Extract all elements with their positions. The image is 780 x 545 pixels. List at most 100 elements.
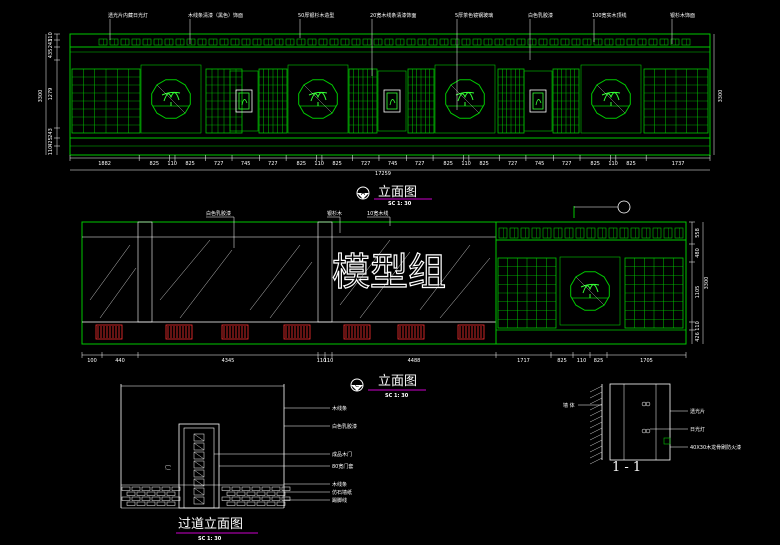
annotation-label: 银杉木 (327, 210, 342, 217)
glass-hatch (159, 239, 211, 301)
corridor-annotations: 木线条 白色乳胶漆 成品木门 80宽门套 木线条 仿石墙纸 踢脚线 (214, 405, 357, 504)
lattice-unit (296, 38, 306, 46)
wall-hatch (589, 421, 603, 429)
dimension-value: 745 (535, 161, 545, 167)
picture-image (238, 92, 250, 110)
dimension-value: 110 (461, 161, 471, 167)
brick (136, 491, 146, 496)
column-middle (317, 221, 333, 323)
elevation-a-title: 立面图 (378, 185, 417, 200)
wall-hatch (589, 433, 603, 441)
picture-frame (235, 89, 253, 113)
brick (171, 496, 181, 501)
dimension-value: 243 (48, 39, 54, 49)
lamp-symbol (645, 401, 651, 407)
glass-hatch (575, 276, 605, 306)
picture-plant (241, 99, 248, 106)
dimension-value: 825 (443, 161, 453, 167)
plant-icon (161, 91, 181, 106)
moon-gate-opening (570, 271, 610, 311)
plant-icon (455, 91, 475, 106)
lattice-unit (263, 38, 273, 46)
wall-hatch (589, 451, 603, 459)
lattice-unit (142, 38, 152, 46)
annotation-label: 银杉木饰面 (670, 12, 695, 19)
plant-icon (580, 283, 600, 298)
lattice-unit (164, 38, 174, 46)
lattice-unit (384, 38, 394, 46)
lattice-unit (582, 38, 592, 46)
dimension-value: 1717 (517, 358, 530, 364)
annotation-label: 踢脚线 (332, 497, 347, 504)
brick (151, 496, 161, 501)
lattice-unit (520, 227, 530, 239)
lattice-unit (597, 227, 607, 239)
annotation-label: 20宽木线条清漆饰面 (370, 12, 416, 19)
annotation-label: 白色乳胶漆 (528, 12, 553, 19)
watermark-text: 模型组 (332, 250, 446, 294)
brick (251, 486, 261, 491)
brick (136, 501, 146, 506)
brick (271, 496, 281, 501)
annotation-label: 成品木门 (332, 451, 352, 458)
moon-gate-frame (434, 64, 496, 134)
dimension-total: 3300 (704, 277, 710, 290)
brick (121, 496, 131, 501)
picture-frame (383, 89, 401, 113)
lattice-unit (175, 38, 185, 46)
wall-hatch (589, 385, 603, 393)
dimension-value: 440 (115, 358, 125, 364)
door-pattern-cross (193, 478, 205, 487)
lattice-unit (230, 38, 240, 46)
elevation-a-scale: SC 1: 30 (388, 201, 412, 207)
lattice-unit (153, 38, 163, 46)
red-block (283, 324, 311, 340)
brick (121, 486, 131, 491)
brick (251, 496, 261, 501)
elevation-b-outline (81, 221, 687, 345)
moon-gate-frame (287, 64, 349, 134)
moon-gate-frame (559, 256, 621, 326)
lattice-unit (472, 38, 482, 46)
dimension-value: 426 (695, 332, 701, 342)
brick (141, 496, 151, 501)
picture-panel (377, 70, 407, 132)
dimension-value: 110 (317, 358, 327, 364)
dimension-value: 110 (577, 358, 587, 364)
door-decoration (193, 433, 205, 505)
lattice-unit (417, 38, 427, 46)
brick (126, 501, 136, 506)
lattice-unit (406, 38, 416, 46)
brick (226, 501, 236, 506)
dimension-value: 110 (48, 146, 54, 156)
lattice-unit (626, 38, 636, 46)
lattice-unit (659, 38, 669, 46)
dimension-value: 1105 (695, 286, 701, 299)
elevation-c-marker-letter: C (355, 382, 359, 389)
annotation-label: 白色乳胶漆 (206, 210, 231, 217)
picture-frame (529, 89, 547, 113)
brick (276, 501, 286, 506)
annotation-label: 40X30木龙骨刷防火漆 (690, 444, 741, 451)
lattice-unit (663, 227, 673, 239)
annotation-leaders (206, 216, 391, 248)
red-block (343, 324, 371, 340)
lattice-unit (586, 227, 596, 239)
glass-hatch (156, 84, 186, 114)
lattice-unit (450, 38, 460, 46)
brick (266, 501, 276, 506)
dimension-value: 825 (626, 161, 636, 167)
brick (161, 486, 171, 491)
glass-hatch (99, 267, 137, 319)
brick (246, 501, 256, 506)
lattice-unit (483, 38, 493, 46)
dimension-value: 727 (268, 161, 278, 167)
elevation-c-marker-arrow (351, 385, 363, 391)
elevation-c-title: 立面图 (378, 374, 417, 389)
picture-plant (535, 99, 542, 106)
dimension-total: 3300 (38, 90, 44, 103)
moon-gate-opening (151, 79, 191, 119)
door-pattern-cross (193, 496, 205, 505)
